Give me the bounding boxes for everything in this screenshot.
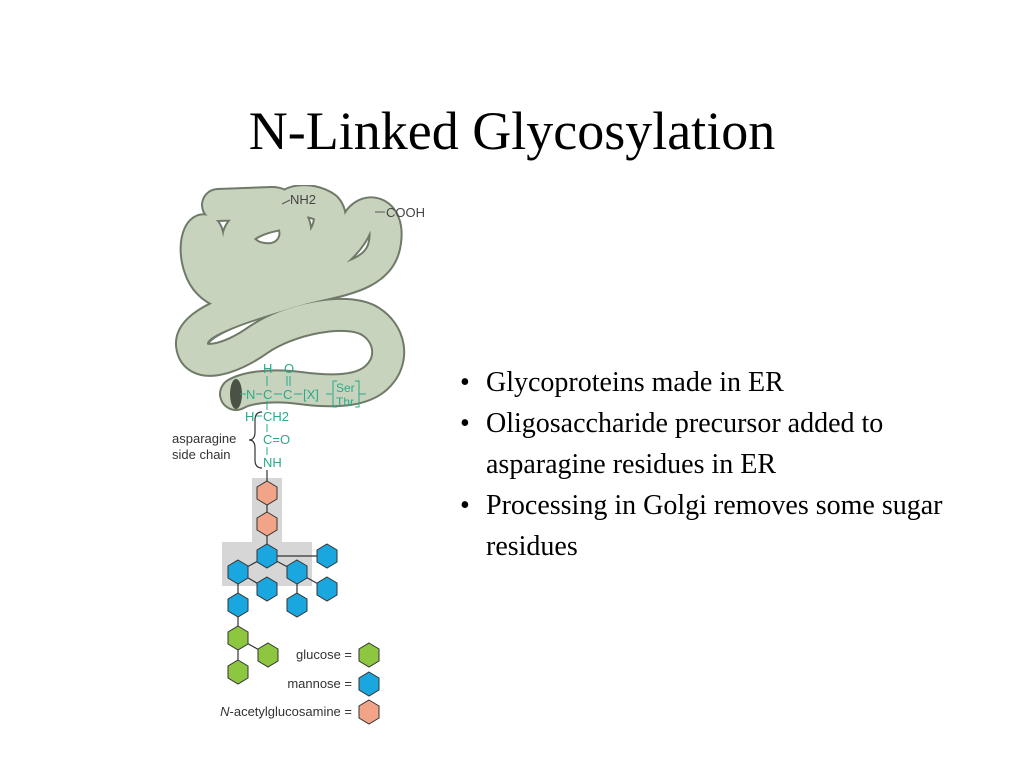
backbone-c1-label: C (263, 387, 272, 402)
bullet-text: Glycoproteins made in ER (486, 367, 784, 398)
mannose-core (256, 543, 278, 569)
x-residue-label: [X] (303, 387, 319, 402)
bullet-list: • Glycoproteins made in ER • Oligosacchari… (456, 362, 976, 567)
h-left-label: H (245, 409, 254, 424)
side-chain-brace (248, 411, 263, 469)
nacetylglucosamine-1 (256, 480, 278, 506)
glucose-2 (257, 642, 279, 668)
cooh-label: COOH (386, 205, 425, 220)
bullet-item: • Processing in Golgi removes some sugar … (456, 485, 976, 567)
mannose-right-top (316, 543, 338, 569)
nh-label: NH (263, 455, 282, 470)
nacetylglucosamine-2 (256, 511, 278, 537)
legend-glucose-label: glucose = (296, 647, 352, 662)
ch2-label: CH2 (263, 409, 289, 424)
bullet-marker: • (460, 490, 470, 521)
legend-glucose-swatch (358, 642, 380, 668)
bullet-text: Processing in Golgi removes some sugar r… (486, 490, 943, 562)
mannose-right-branch (316, 576, 338, 602)
mannose-left-branch (256, 576, 278, 602)
bullet-marker: • (460, 367, 470, 398)
n-linked-glycosylation-diagram: NH2 COOH H O N C C [X] Ser Thr H CH2 C=O… (172, 185, 425, 725)
legend-nacetylglucosamine-swatch (358, 699, 380, 725)
side-chain-label-line1: asparagine (172, 431, 236, 446)
backbone-c2-label: C (283, 387, 292, 402)
ser-label: Ser (336, 381, 355, 395)
side-chain-label-line2: side chain (172, 447, 231, 462)
asparagine-chemistry: H O N C C [X] Ser Thr H CH2 C=O NH (240, 361, 366, 470)
legend-nacetylglucosamine-label: N-acetylglucosamine = (220, 704, 352, 719)
bullet-marker: • (460, 408, 470, 439)
glucose-3 (227, 659, 249, 685)
o-top-label: O (284, 361, 294, 376)
protein-coil (175, 185, 406, 411)
backbone-n-label: N (246, 387, 255, 402)
glucose-1 (227, 625, 249, 651)
thr-label: Thr (336, 395, 354, 409)
h-top-label: H (263, 361, 272, 376)
bullet-item: • Oligosaccharide precursor added to aspa… (456, 403, 976, 485)
mannose-left (227, 559, 249, 585)
mannose-right-chain (286, 592, 308, 618)
slide-title: N-Linked Glycosylation (248, 101, 776, 161)
legend-mannose-swatch (358, 671, 380, 697)
glycan-tree (227, 480, 338, 685)
c-double-o-label: C=O (263, 432, 290, 447)
legend: glucose = mannose = N-acetylglucosamine … (220, 642, 380, 725)
nh2-label: NH2 (290, 192, 316, 207)
bullet-item: • Glycoproteins made in ER (456, 362, 976, 403)
legend-mannose-label: mannose = (287, 676, 352, 691)
mannose-right (286, 559, 308, 585)
mannose-left-chain (227, 592, 249, 618)
bullet-text: Oligosaccharide precursor added to aspar… (486, 408, 884, 480)
